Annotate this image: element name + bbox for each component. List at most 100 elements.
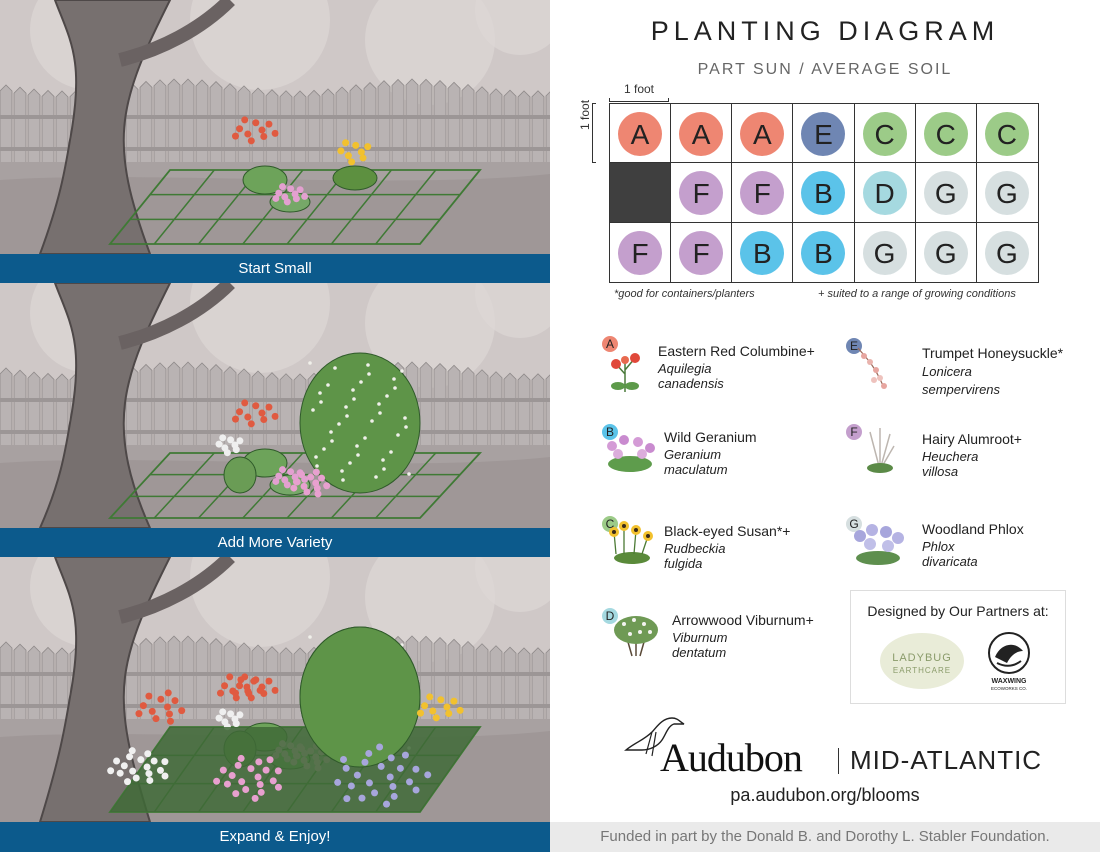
plant-marker: G: [984, 230, 1029, 275]
plant-marker: A: [618, 112, 662, 156]
partners-box: Designed by Our Partners at: LADYBUG EAR…: [850, 590, 1066, 704]
legend-badge-b: B: [602, 424, 618, 440]
grid-cell: F: [732, 163, 794, 223]
dimension-bracket-side: [592, 103, 596, 163]
partners-heading: Designed by Our Partners at:: [867, 603, 1049, 619]
legend-name-g: Woodland Phlox: [922, 521, 1024, 537]
legend-sci-d: Viburnum dentatum: [672, 630, 728, 660]
svg-text:WAXWING: WAXWING: [992, 678, 1028, 685]
plant-marker: F: [618, 230, 662, 275]
legend-sci-g: Phlox divaricata: [922, 539, 978, 569]
grid-cell: G: [977, 223, 1038, 282]
plant-marker: C: [923, 112, 968, 156]
alumroot-icon: [867, 428, 895, 473]
plant-marker: G: [923, 230, 968, 275]
legend-name-c: Black-eyed Susan*+: [664, 523, 791, 539]
grid-cell: F: [671, 163, 733, 223]
plant-marker: C: [862, 112, 907, 156]
dimension-label-side: 1 foot: [578, 99, 592, 130]
grid-cell: B: [793, 222, 855, 282]
plant-marker: C: [984, 112, 1029, 156]
svg-text:EARTHCARE: EARTHCARE: [893, 666, 951, 675]
illustration-column: Start Small Add More Variety Expand & En…: [0, 0, 550, 852]
legend-sci-a: Aquilegia canadensis: [658, 361, 724, 391]
panel-add-variety: [0, 283, 550, 528]
legend-sci-b: Geranium maculatum: [664, 447, 728, 477]
grid-cell: B: [732, 222, 794, 282]
dimension-label-top: 1 foot: [623, 82, 655, 96]
plant-marker: G: [862, 230, 907, 275]
grid-cell: A: [671, 104, 733, 164]
viburnum-icon: [614, 616, 658, 657]
legend-name-a: Eastern Red Columbine+: [658, 343, 815, 359]
grid-cell: G: [915, 163, 977, 223]
grid-cell: F: [671, 222, 733, 282]
waxwing-ecoworks-logo: WAXWING ECOWORKS CO.: [988, 632, 1030, 691]
grid-cell: G: [976, 163, 1038, 223]
geranium-icon: [607, 435, 655, 472]
plant-marker: D: [862, 171, 907, 216]
svg-text:LADYBUG: LADYBUG: [892, 652, 952, 664]
panel-1-label: Start Small: [0, 254, 550, 283]
brand-divider: [838, 748, 839, 774]
panel-start-small: [0, 0, 550, 254]
grid-cell: D: [854, 163, 916, 223]
audubon-region: MID-ATLANTIC: [850, 745, 1043, 775]
diagram-subtitle: PART SUN / AVERAGE SOIL: [697, 61, 953, 78]
plant-marker: B: [740, 230, 785, 275]
egret-logo-icon: [624, 717, 685, 757]
grid-cell: E: [793, 104, 855, 164]
grid-cell: A: [610, 104, 672, 164]
legend-badge-d: D: [602, 608, 618, 624]
grid-cell: [610, 163, 672, 223]
garden-illustration-2: [0, 283, 550, 528]
grid-cell: B: [793, 163, 855, 223]
legend-sci-c: Rudbeckia fulgida: [664, 541, 726, 571]
plant-marker: E: [801, 112, 846, 156]
funding-credit: Funded in part by the Donald B. and Doro…: [550, 822, 1100, 852]
grid-cell: C: [854, 104, 916, 164]
plant-marker: B: [801, 171, 846, 216]
plant-marker: F: [740, 171, 785, 216]
diagram-title: PLANTING DIAGRAM: [650, 16, 1000, 46]
panel-3-label: Expand & Enjoy!: [0, 822, 550, 852]
plant-marker: G: [923, 171, 968, 216]
garden-illustration-3: [0, 557, 550, 822]
note-containers: *good for containers/planters: [614, 288, 755, 300]
grid-cell: C: [915, 104, 977, 164]
legend-badge-f: F: [846, 424, 862, 440]
grid-cell: A: [732, 104, 794, 164]
legend-sci-e: Lonicera sempervirens: [922, 364, 1001, 397]
black-eyed-susan-icon: [609, 521, 653, 564]
phlox-icon: [854, 524, 904, 565]
legend-badge-e: E: [846, 338, 862, 354]
legend-badge-a: A: [602, 336, 618, 352]
plant-marker: A: [679, 112, 724, 156]
note-conditions: + suited to a range of growing condition…: [818, 288, 1016, 300]
svg-text:ECOWORKS CO.: ECOWORKS CO.: [991, 686, 1027, 691]
plant-marker: F: [679, 171, 724, 216]
dimension-bracket-top: [609, 98, 669, 102]
legend-name-e: Trumpet Honeysuckle*: [922, 345, 1064, 361]
grid-cell: C: [976, 104, 1038, 164]
garden-illustration-1: [0, 0, 550, 254]
audubon-wordmark: Audubon: [660, 735, 803, 780]
panel-2-label: Add More Variety: [0, 528, 550, 557]
legend-sci-f: Heuchera villosa: [922, 449, 979, 479]
plant-marker: A: [740, 112, 785, 156]
plant-marker: G: [984, 171, 1029, 216]
columbine-icon: [611, 353, 640, 392]
panel-expand: [0, 557, 550, 822]
ladybug-earthcare-logo: LADYBUG EARTHCARE: [880, 633, 964, 689]
legend-name-d: Arrowwood Viburnum+: [672, 612, 814, 628]
grid-cell: F: [610, 222, 672, 282]
legend-name-f: Hairy Alumroot+: [922, 431, 1022, 447]
grid-cell: G: [916, 222, 977, 282]
grid-cell: G: [855, 222, 916, 282]
honeysuckle-icon: [857, 347, 887, 389]
legend-name-b: Wild Geranium: [664, 429, 757, 445]
website-link[interactable]: pa.audubon.org/blooms: [730, 785, 920, 805]
plant-marker: B: [801, 230, 846, 275]
legend-badge-g: G: [846, 516, 862, 532]
